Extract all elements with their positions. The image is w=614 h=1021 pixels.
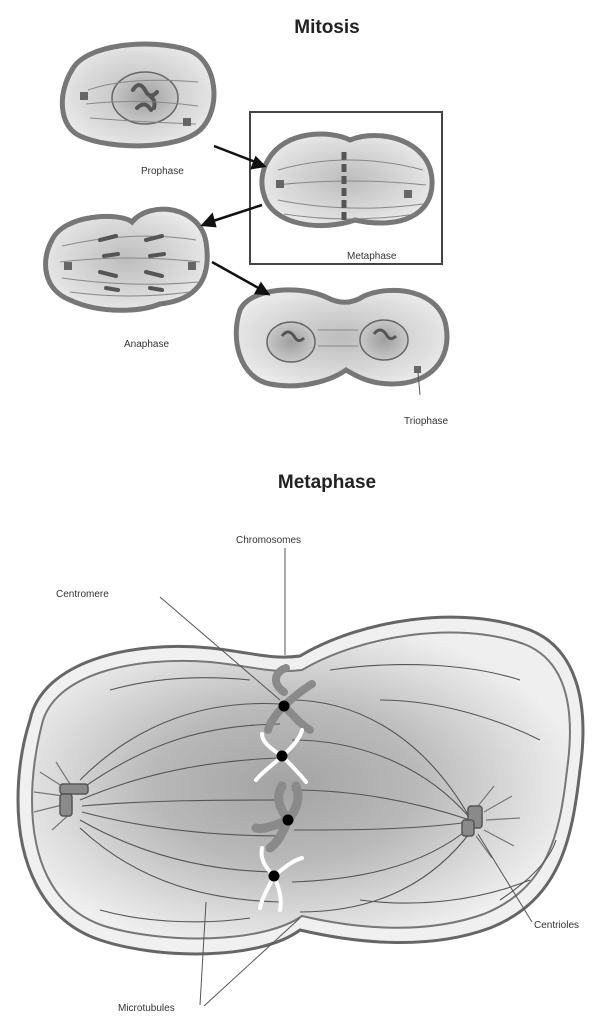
microtubules-label: Microtubules — [118, 1003, 175, 1014]
centromere-dot — [283, 815, 294, 826]
metaphase-cell — [262, 134, 432, 226]
anaphase-label: Anaphase — [124, 339, 169, 350]
metaphase-title: Metaphase — [278, 472, 376, 493]
mitosis-title: Mitosis — [294, 17, 359, 38]
chromosomes-label: Chromosomes — [236, 535, 301, 546]
centromere-label: Centromere — [56, 589, 109, 600]
stage-arrows — [203, 146, 268, 294]
prophase-cell — [62, 44, 214, 146]
metaphase-label: Metaphase — [347, 251, 397, 262]
anaphase-cell — [46, 209, 208, 310]
centrioles-label: Centrioles — [534, 920, 579, 931]
telophase-label: Triophase — [404, 416, 449, 427]
prophase-label: Prophase — [141, 166, 184, 177]
telophase-cell — [236, 290, 447, 395]
centromere-dot — [277, 751, 288, 762]
centromere-dot — [279, 701, 290, 712]
centromere-dot — [269, 871, 280, 882]
